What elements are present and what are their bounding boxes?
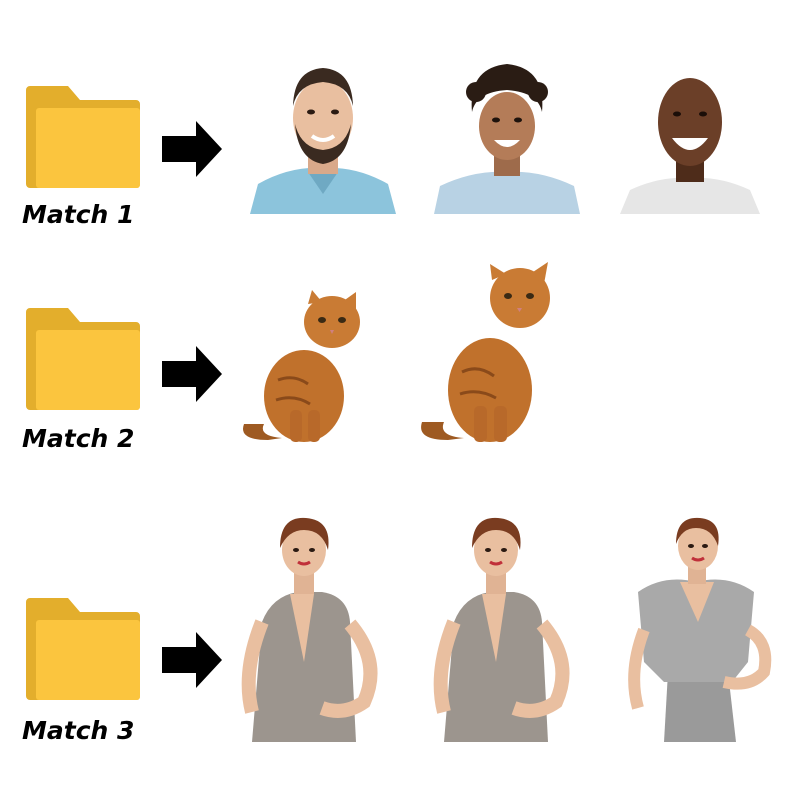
folder-icon[interactable] [26,596,140,702]
right-arrow-icon [162,346,222,402]
man-bearded-photo [250,56,396,214]
orange-tabby-cat-photo [238,290,362,446]
woman-patterned-dress-photo [232,512,382,742]
woman-patterned-dress-photo [424,512,574,742]
woman-gray-dress-photo [624,512,774,742]
right-arrow-icon [162,121,222,177]
match-label: Match 2 [22,424,135,453]
folder-icon[interactable] [26,84,140,190]
match-label: Match 1 [22,200,135,229]
right-arrow-icon [162,632,222,688]
man-curly-hair-photo [434,58,580,214]
folder-icon[interactable] [26,306,140,412]
orange-tabby-cat-photo [416,262,552,446]
match-label: Match 3 [22,716,135,745]
match-group-2: Match 2 [22,262,552,453]
man-smiling-bald-photo [620,66,760,214]
match-group-1: Match 1 [0,0,800,250]
